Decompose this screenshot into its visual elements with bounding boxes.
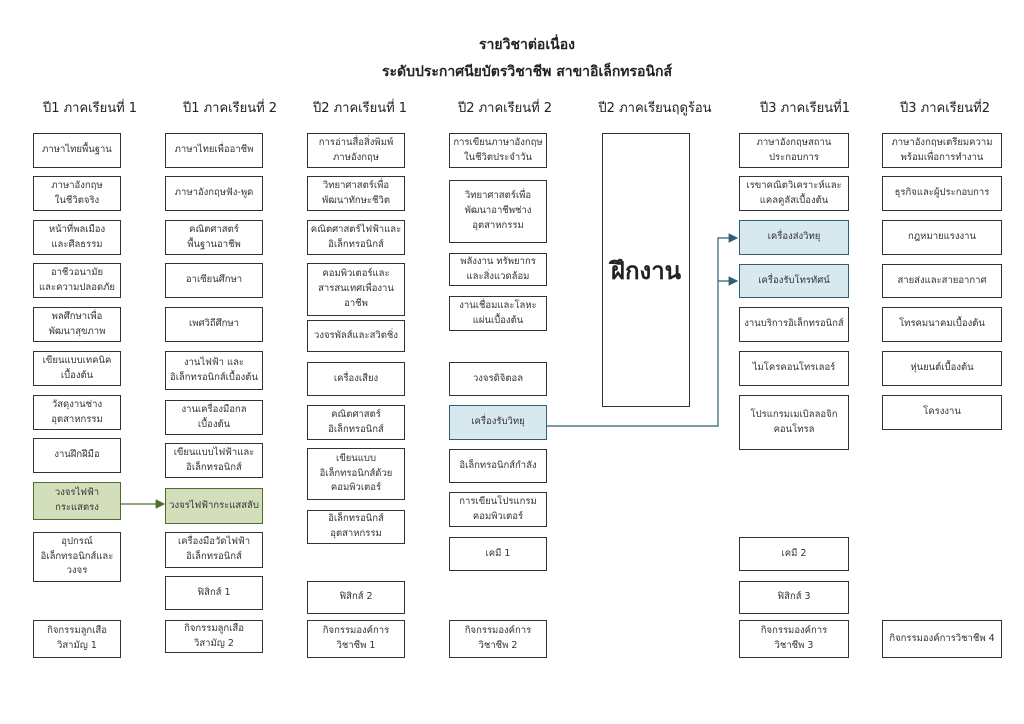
course-box: ธุรกิจและผู้ประกอบการ [882,176,1002,211]
course-box: กิจกรรมองค์การ วิชาชีพ 1 [307,620,405,658]
course-box: ภาษาอังกฤษสถาน ประกอบการ [739,133,849,168]
course-box: กิจกรรมลูกเสือ วิสามัญ 1 [33,620,121,658]
course-box: ฟิสิกส์ 1 [165,576,263,610]
course-box: พลังงาน ทรัพยากร และสิ่งแวดล้อม [449,253,547,286]
course-box: ภาษาอังกฤษ ในชีวิตจริง [33,176,121,211]
course-box: เครื่องรับวิทยุ [449,405,547,440]
course-box: พลศึกษาเพื่อ พัฒนาสุขภาพ [33,307,121,342]
course-box: ภาษาอังกฤษเตรียมความ พร้อมเพื่อการทำงาน [882,133,1002,168]
diagram-title: รายวิชาต่อเนื่อง [479,37,575,53]
internship-box: ฝึกงาน [602,133,690,407]
course-box: เขียนแบบไฟฟ้าและ อิเล็กทรอนิกส์ [165,443,263,478]
course-box: ภาษาไทยพื้นฐาน [33,133,121,168]
column-header: ปี2 ภาคเรียนที่ 1 [312,101,408,116]
column-header: ปี3 ภาคเรียนที่2 [900,101,990,116]
course-box: วงจรดิจิตอล [449,362,547,396]
course-box: งานไฟฟ้า และ อิเล็กทรอนิกส์เบื้องต้น [165,351,263,390]
course-box: เขียนแบบ อิเล็กทรอนิกส์ด้วย คอมพิวเตอร์ [307,448,405,500]
course-box: อาชีวอนามัย และความปลอดภัย [33,263,121,298]
course-box: งานฝึกฝีมือ [33,438,121,473]
course-box: กฎหมายแรงงาน [882,220,1002,255]
course-box: วงจรพัลส์และสวิตชิ่ง [307,320,405,352]
course-box: ฟิสิกส์ 2 [307,581,405,614]
course-box: เขียนแบบเทคนิค เบื้องต้น [33,351,121,386]
course-box: เรขาคณิตวิเคราะห์และ แคลคูลัสเบื้องต้น [739,176,849,211]
course-box: วิทยาศาสตร์เพื่อ พัฒนาอาชีพช่าง อุตสาหกร… [449,180,547,243]
course-box: โปรแกรมเมเบิลลอจิก คอนโทรล [739,395,849,450]
course-box: หน้าที่พลเมือง และศีลธรรม [33,220,121,255]
course-box: อาเซียนศึกษา [165,263,263,298]
column-header: ปี2 ภาคเรียนที่ 2 [457,101,553,116]
column-header: ปี1 ภาคเรียนที่ 1 [42,101,138,116]
course-box: งานเครื่องมือกล เบื้องต้น [165,400,263,435]
course-box: วงจรไฟฟ้ากระแสสลับ [165,488,263,524]
course-box: วัสดุงานช่าง อุตสาหกรรม [33,395,121,430]
course-box: การเขียนโปรแกรม คอมพิวเตอร์ [449,492,547,527]
course-box: กิจกรรมองค์การ วิชาชีพ 3 [739,620,849,658]
course-box: คณิตศาสตร์ อิเล็กทรอนิกส์ [307,405,405,440]
course-box: ฟิสิกส์ 3 [739,581,849,614]
course-box: เคมี 2 [739,537,849,571]
course-box: อุปกรณ์ อิเล็กทรอนิกส์และ วงจร [33,532,121,582]
course-box: กิจกรรมองค์การ วิชาชีพ 2 [449,620,547,658]
course-box: กิจกรรมองค์การวิชาชีพ 4 [882,620,1002,658]
course-box: กิจกรรมลูกเสือ วิสามัญ 2 [165,620,263,653]
course-box: อิเล็กทรอนิกส์ อุตสาหกรรม [307,510,405,544]
course-box: ภาษาไทยเพื่ออาชีพ [165,133,263,168]
course-box: คณิตศาสตร์ไฟฟ้าและ อิเล็กทรอนิกส์ [307,220,405,255]
course-box: หุ่นยนต์เบื้องต้น [882,351,1002,386]
column-header: ปี3 ภาคเรียนที่1 [760,101,850,116]
course-box: เคมี 1 [449,537,547,571]
course-box: คอมพิวเตอร์และ สารสนเทศเพื่องาน อาชีพ [307,263,405,316]
course-box: งานเชื่อมและโลหะ แผ่นเบื้องต้น [449,296,547,331]
column-header: ปี2 ภาคเรียนฤดูร้อน [598,101,712,116]
course-box: โทรคมนาคมเบื้องต้น [882,307,1002,342]
course-box: วงจรไฟฟ้า กระแสตรง [33,482,121,520]
course-box: การอ่านสื่อสิ่งพิมพ์ ภาษอังกฤษ [307,133,405,168]
course-box: วิทยาศาสตร์เพื่อ พัฒนาทักษะชีวิต [307,176,405,211]
course-box: เครื่องรับโทรทัศน์ [739,264,849,298]
course-box: เพศวิถีศึกษา [165,307,263,342]
course-box: เครื่องส่งวิทยุ [739,220,849,255]
course-box: คณิตศาสตร์ พื้นฐานอาชีพ [165,220,263,255]
course-box: การเขียนภาษาอังกฤษ ในชีวิตประจำวัน [449,133,547,168]
course-box: เครื่องมือวัดไฟฟ้า อิเล็กทรอนิกส์ [165,532,263,568]
course-box: ภาษาอังกฤษฟัง-พูด [165,176,263,211]
course-box: ไมโครคอนโทรเลอร์ [739,351,849,386]
course-box: อิเล็กทรอนิกส์กำลัง [449,449,547,483]
course-box: โครงงาน [882,395,1002,430]
course-box: เครื่องเสียง [307,362,405,396]
diagram-subtitle: ระดับประกาศนียบัตรวิชาชีพ สาขาอิเล็กทรอน… [381,64,673,80]
course-box: งานบริการอิเล็กทรอนิกส์ [739,307,849,342]
column-header: ปี1 ภาคเรียนที่ 2 [182,101,278,116]
course-box: สายส่งและสายอากาศ [882,264,1002,298]
